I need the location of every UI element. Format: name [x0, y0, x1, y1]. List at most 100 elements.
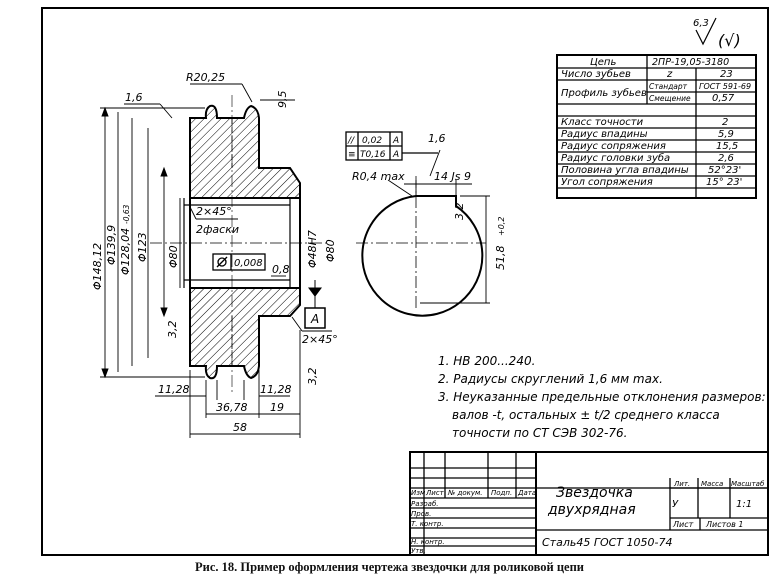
tb-scale: 1:1: [736, 499, 752, 510]
dim-rough32b: 3,2: [306, 368, 319, 386]
datum-label: A: [310, 312, 319, 326]
dim-w58: 58: [233, 421, 247, 434]
tb-data: Дата: [517, 489, 536, 497]
keyway-w14: 14 Js 9: [434, 170, 471, 183]
param-label-teeth: Число зубьев: [561, 68, 631, 80]
datum-a: A: [304, 280, 326, 329]
dim-w1128b: 11,28: [260, 383, 292, 396]
keyway-h518: 51,8: [494, 246, 507, 271]
dim-chamfer1: 2×45°: [196, 205, 232, 218]
param-mid-teeth: z: [666, 69, 673, 80]
roughness-symbol: (√): [718, 31, 741, 50]
param-mid-offset: Смещение: [649, 94, 691, 103]
dim-d48: Φ48H7: [306, 230, 319, 268]
tb-lit-value: У: [672, 499, 679, 510]
param-label-chain: Цепь: [590, 57, 616, 68]
tol-sym-2: ≡: [348, 150, 356, 160]
dim-w19: 19: [270, 401, 284, 414]
drawing-sheet: 6,3 (√) Цепь 2ПР-19,05-3180 Число зубьев: [41, 7, 769, 556]
dim-chamfer2: 2×45°: [302, 333, 338, 346]
dim-d08: 0,8: [272, 263, 290, 276]
tb-podp: Подп.: [491, 489, 512, 497]
tb-doc: № докум.: [447, 489, 483, 497]
param-label-accuracy: Класс точности: [561, 117, 644, 128]
tb-izm: Изм: [411, 489, 426, 497]
param-value-valley-radius: 5,9: [718, 129, 734, 140]
dim-chamfer1b: 2фаски: [196, 223, 239, 236]
param-label-tip-radius: Радиус головки зуба: [561, 152, 670, 164]
tol-sym-1: //: [347, 136, 355, 146]
tb-masshtab: Масштаб: [731, 480, 765, 488]
tol-ref-2: A: [392, 150, 399, 160]
tb-material: Сталь45 ГОСТ 1050-74: [542, 536, 672, 549]
dim-r20: R20,25: [186, 71, 225, 84]
keyway-section: [356, 149, 490, 317]
note-3: 3. Неуказанные предельные отклонения раз…: [438, 390, 766, 404]
diameter-dimensions: [100, 106, 205, 379]
param-label-mating-radius: Радиус сопряжения: [561, 141, 666, 152]
note-3b: валов -t, остальных ± t/2 среднего класс…: [452, 408, 720, 422]
param-value-standard: ГОСТ 591-69: [699, 82, 751, 91]
dim-d148: Φ148,12: [91, 243, 104, 290]
tol-ref-1: A: [392, 136, 399, 146]
param-value-chain: 2ПР-19,05-3180: [652, 57, 729, 68]
param-value-offset: 0,57: [712, 93, 735, 104]
note-2: 2. Радиусы скруглений 1,6 мм max.: [438, 372, 663, 386]
dim-d139: Φ139,9: [105, 225, 118, 265]
figure-caption: Рис. 18. Пример оформления чертежа звезд…: [195, 560, 584, 574]
note-1: 1. НВ 200...240.: [438, 354, 535, 368]
keyway-r32: 3,2: [453, 203, 466, 221]
tb-prov: Пров.: [411, 510, 431, 518]
tb-razrab: Разраб.: [411, 500, 439, 508]
tb-nkontr: Н. контр.: [411, 538, 445, 546]
dim-d128-tol: -0,63: [122, 204, 131, 224]
parameters-table-text: Цепь 2ПР-19,05-3180 Число зубьев z 23 Пр…: [561, 57, 751, 188]
tb-massa: Масса: [701, 480, 723, 488]
leader-lines: [124, 83, 332, 332]
title-block: [409, 451, 769, 556]
keyway-h518-tol: +0,2: [497, 217, 506, 236]
dim-d80b: Φ80: [324, 239, 337, 262]
tol-val-2: T0,16: [360, 150, 386, 160]
roughness-mark: 6,3 (√): [693, 17, 741, 50]
keyway-r16: 1,6: [428, 132, 446, 145]
tb-sheets: Листов 1: [705, 520, 744, 529]
notes: 1. НВ 200...240. 2. Радиусы скруглений 1…: [438, 354, 766, 440]
keyway-r04: R0,4 max: [352, 170, 405, 183]
param-value-accuracy: 2: [722, 117, 728, 128]
param-value-mating-radius: 15,5: [716, 141, 738, 152]
param-value-mating-angle: 15° 23': [706, 177, 742, 188]
width-dimensions: [155, 330, 301, 438]
param-label-profile: Профиль зубьев: [561, 87, 647, 99]
roughness-value: 6,3: [693, 18, 709, 29]
dim-d80: Φ80: [167, 245, 180, 268]
tb-utv: Утв.: [411, 547, 426, 555]
dim-d128: Φ128,04: [119, 228, 132, 275]
param-label-mating-angle: Угол сопряжения: [561, 177, 653, 188]
param-value-teeth: 23: [720, 69, 733, 80]
tb-name-2: двухрядная: [547, 502, 636, 518]
runout-frame: 0,008: [212, 253, 266, 271]
dim-w3678: 36,78: [216, 401, 248, 414]
param-label-valley-radius: Радиус впадины: [561, 129, 648, 140]
dim-d123: Φ123: [136, 232, 149, 262]
param-label-half-angle: Половина угла впадины: [561, 165, 689, 176]
sprocket-section: [150, 95, 330, 395]
dim-rough32a: 3,2: [166, 321, 179, 339]
parameters-table: [556, 54, 757, 199]
dim-d95: 9,5: [276, 91, 289, 109]
tb-name-1: Звездочка: [556, 485, 633, 501]
dim-r16: 1,6: [125, 91, 143, 104]
param-value-half-angle: 52°23': [708, 165, 741, 176]
tb-lit: Лит.: [673, 480, 690, 488]
title-block-text: Изм Лист № докум. Подп. Дата Разраб. Про…: [411, 480, 765, 555]
note-3c: точности по СТ СЭВ 302-76.: [452, 426, 627, 440]
param-value-tip-radius: 2,6: [718, 153, 734, 164]
dim-w1128a: 11,28: [158, 383, 190, 396]
tb-sheet: Лист: [672, 520, 694, 529]
tol-val-1: 0,02: [362, 136, 382, 146]
tb-tkontr: Т. контр.: [411, 520, 444, 528]
param-mid-standard: Стандарт: [649, 82, 688, 91]
drawing-frame: [41, 7, 769, 556]
tb-list: Лист: [425, 489, 445, 497]
